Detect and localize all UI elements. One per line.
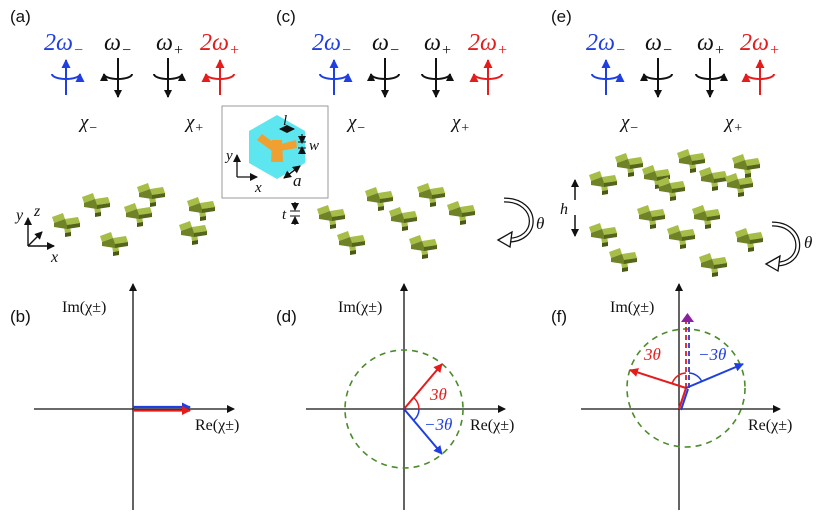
angle-neg-f: −3θ <box>698 345 726 364</box>
panel-f: (f) Im(χ±) Re(χ±) 3θ −3θ <box>551 283 792 510</box>
beam-2w-plus: 2ω+ <box>200 30 240 95</box>
lattice-e-bottom <box>589 205 763 277</box>
panel-f-xlabel: Re(χ±) <box>748 417 792 434</box>
chi-plus-vector-d <box>403 363 443 410</box>
axis-x-label: x <box>50 249 58 266</box>
theta-label-e: θ <box>804 233 812 252</box>
beam-2w-plus-e-label: 2ω+ <box>740 30 780 59</box>
chi-minus-a: χ− <box>78 112 98 136</box>
chi-plus-a: χ+ <box>184 112 204 136</box>
beam-w-minus: ω− <box>100 30 133 98</box>
inset-x-label: x <box>254 180 262 196</box>
angle-pos-f: 3θ <box>643 345 661 364</box>
chi-plus-c: χ+ <box>450 112 470 136</box>
theta-label-c: θ <box>536 214 544 233</box>
axes-3d: x y z <box>14 203 58 266</box>
rotation-arrow-c: θ <box>496 197 544 249</box>
panel-b-ylabel: Im(χ±) <box>62 299 106 316</box>
panel-f-ylabel: Im(χ±) <box>610 299 654 316</box>
beam-2w-minus: 2ω− <box>44 30 85 95</box>
chi-minus-e: χ− <box>619 112 639 136</box>
beam-w-plus-label: ω+ <box>156 30 184 59</box>
dim-w-label: w <box>309 138 319 154</box>
angle-neg-d: −3θ <box>424 415 452 434</box>
height-marker: h <box>560 179 579 237</box>
chi-minus-c: χ− <box>346 112 366 136</box>
rotation-arrow-e: θ <box>764 221 812 273</box>
panel-f-label: (f) <box>551 307 567 326</box>
dim-a-label: a <box>293 171 302 190</box>
panel-e-label: (e) <box>551 7 572 26</box>
panel-b: (b) Im(χ±) Re(χ±) <box>10 283 239 510</box>
axis-y-label: y <box>14 207 24 224</box>
lattice-e-top <box>589 149 760 201</box>
chi-minus-vector-f <box>685 362 744 389</box>
panel-d-label: (d) <box>276 307 297 326</box>
unit-cell-inset: l w a x y <box>221 105 329 199</box>
dim-h-label: h <box>560 201 568 218</box>
thickness-marker: t <box>282 202 300 225</box>
beam-2w-minus-label: 2ω− <box>44 30 84 59</box>
chi-minus-vector-d <box>403 408 443 455</box>
panel-c: (c) 2ω− ω− ω+ 2ω+ χ− χ+ t <box>276 7 544 259</box>
beam-2w-minus-e-label: 2ω− <box>586 30 626 59</box>
beam-w-minus-e-label: ω− <box>645 30 673 59</box>
beam-w-plus-c-label: ω+ <box>424 30 452 59</box>
beam-2w-minus-c-label: 2ω− <box>312 30 352 59</box>
beam-2w-plus-c-label: 2ω+ <box>468 30 508 59</box>
chi-plus-vector-f <box>629 368 687 389</box>
beam-2w-plus-label: 2ω+ <box>200 30 240 59</box>
y-shaped-resonator <box>257 134 297 162</box>
dim-l-label: l <box>283 113 287 129</box>
panel-e: (e) 2ω− ω− ω+ 2ω+ χ− χ+ h <box>551 7 812 277</box>
dim-t-label: t <box>282 207 287 223</box>
offset-vector-blue-f <box>680 388 689 411</box>
panel-c-label: (c) <box>276 7 296 26</box>
offset-vector-red-f <box>678 387 687 410</box>
inset-y-label: y <box>224 148 233 164</box>
unit-circle-d <box>344 349 464 469</box>
axis-z-label: z <box>33 203 41 220</box>
panel-b-xlabel: Re(χ±) <box>195 417 239 434</box>
panel-d-xlabel: Re(χ±) <box>470 417 514 434</box>
angle-pos-d: 3θ <box>429 385 447 404</box>
panel-a: (a) 2ω− ω− ω+ 2ω+ χ− χ+ x y <box>10 7 240 266</box>
panel-a-label: (a) <box>10 7 31 26</box>
beam-w-plus-e-label: ω+ <box>697 30 725 59</box>
panel-d-ylabel: Im(χ±) <box>338 299 382 316</box>
panel-b-label: (b) <box>10 307 31 326</box>
panel-d: (d) Im(χ±) Re(χ±) 3θ −3θ <box>276 283 514 510</box>
lattice-a <box>52 183 215 256</box>
beam-w-plus: ω+ <box>153 30 186 98</box>
chi-plus-e: χ+ <box>723 112 743 136</box>
beam-w-minus-c-label: ω− <box>372 30 400 59</box>
lattice-c <box>317 183 475 259</box>
beam-w-minus-label: ω− <box>104 30 132 59</box>
